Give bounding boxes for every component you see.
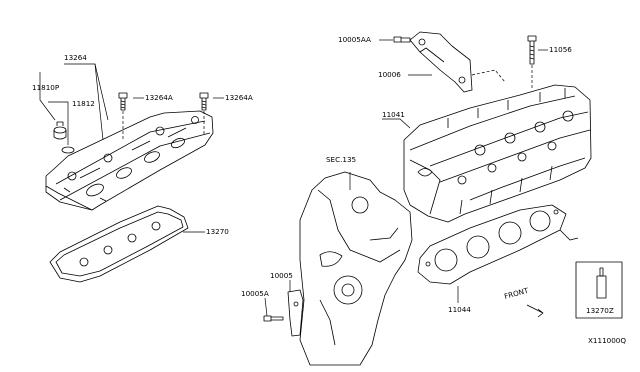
label-13264: 13264 [64,53,87,62]
head-gasket[interactable] [417,204,579,285]
label-13270z: 13270Z [586,306,614,315]
cover-gasket[interactable] [49,205,189,283]
oil-filler-cap[interactable] [53,121,67,140]
cylinder-head[interactable] [403,84,592,223]
label-11810p: 11810P [32,83,60,92]
label-10005aa: 10005AA [338,35,371,44]
bracket-guide [471,69,506,83]
label-front: FRONT [503,286,530,301]
sealant-box [575,261,623,319]
sealant-tube-icon [596,267,607,299]
label-sec135: SEC.135 [326,155,356,164]
diagram-code: X111000Q [588,336,626,345]
cover-bolt-2[interactable] [199,92,209,111]
cover-bolt-1[interactable] [118,92,128,111]
leader-lines [39,39,548,317]
bracket-bolt[interactable] [393,36,411,43]
o-ring[interactable] [61,146,75,154]
timing-cover[interactable] [299,171,413,366]
stud-bolt[interactable] [527,35,537,65]
label-11041: 11041 [382,110,405,119]
label-11044: 11044 [448,305,471,314]
front-arrow-icon [526,304,544,318]
label-13270: 13270 [206,227,229,236]
small-bracket-bolt[interactable] [263,315,284,322]
rocker-cover[interactable] [45,110,214,211]
label-11812: 11812 [72,99,95,108]
small-bracket[interactable] [287,289,304,337]
label-11056: 11056 [549,45,572,54]
label-10005a: 10005A [241,289,269,298]
label-10005: 10005 [270,271,293,280]
label-13264a-1: 13264A [145,93,173,102]
label-13264a-2: 13264A [225,93,253,102]
label-10006: 10006 [378,70,401,79]
bracket[interactable] [409,31,473,93]
